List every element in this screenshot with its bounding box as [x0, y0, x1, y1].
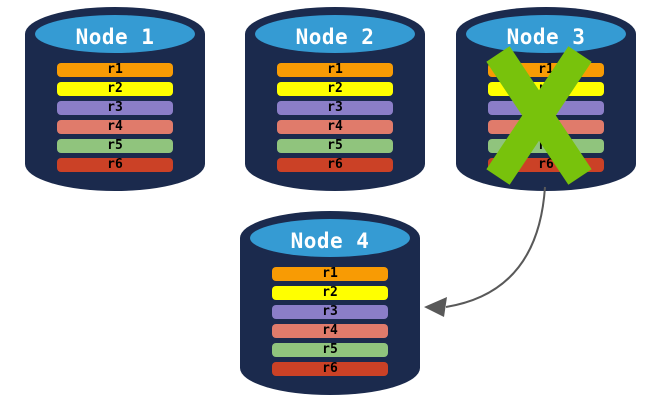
replica-row: r3	[272, 305, 388, 319]
replica-row: r4	[57, 120, 173, 134]
cylinder-top-ellipse	[35, 15, 195, 53]
node-title: Node 4	[290, 229, 370, 253]
replica-row: r6	[57, 158, 173, 172]
replica-row: r6	[272, 362, 388, 376]
replica-list: r1 r2 r3 r4 r5 r6	[277, 63, 393, 177]
arrow-head	[424, 297, 447, 317]
replica-row: r5	[277, 139, 393, 153]
replica-row: r3	[57, 101, 173, 115]
database-node-4: Node 4 r1 r2 r3 r4 r5 r6	[240, 210, 420, 396]
replica-list: r1 r2 r3 r4 r5 r6	[272, 267, 388, 381]
replica-row: r1	[272, 267, 388, 281]
replica-row: r4	[277, 120, 393, 134]
replica-row: r5	[272, 343, 388, 357]
replica-list: r1 r2 r3 r4 r5 r6	[57, 63, 173, 177]
cylinder-top-ellipse	[466, 15, 626, 53]
replica-row: r2	[57, 82, 173, 96]
database-node-3-failed: Node 3 r1 r2 r3 r4 r5 r6	[456, 6, 636, 192]
cylinder-top-ellipse	[250, 219, 410, 257]
x-strokes	[486, 46, 592, 185]
replica-row: r1	[277, 63, 393, 77]
replica-row: r1	[57, 63, 173, 77]
node-title: Node 3	[506, 25, 586, 49]
replica-row: r2	[277, 82, 393, 96]
replica-row: r6	[277, 158, 393, 172]
cylinder-top-ellipse	[255, 15, 415, 53]
replica-row: r2	[272, 286, 388, 300]
green-x-icon	[486, 46, 592, 185]
node-title: Node 2	[295, 25, 375, 49]
database-node-1: Node 1 r1 r2 r3 r4 r5 r6	[25, 6, 205, 192]
node-title: Node 1	[75, 25, 155, 49]
replica-row: r5	[57, 139, 173, 153]
database-node-2: Node 2 r1 r2 r3 r4 r5 r6	[245, 6, 425, 192]
replica-row: r4	[272, 324, 388, 338]
replica-row: r3	[277, 101, 393, 115]
arrow-curve	[445, 186, 546, 308]
